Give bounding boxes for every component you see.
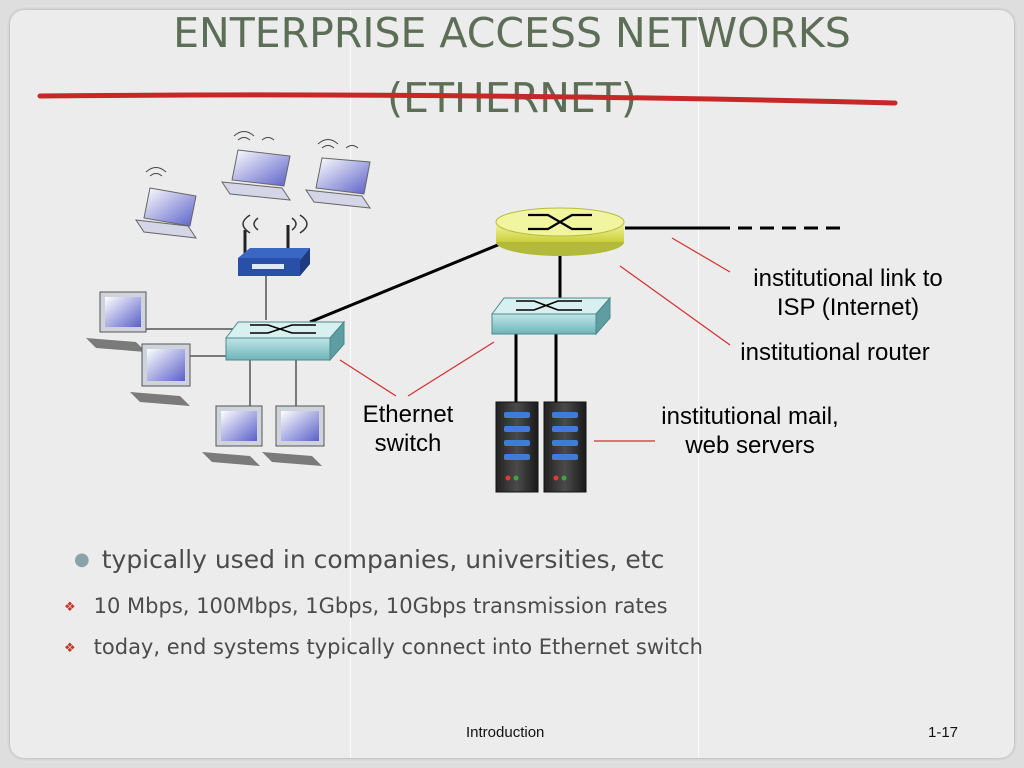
label-institutional-router: institutional router (740, 339, 930, 366)
institutional-router (495, 207, 625, 256)
desktop-computer (86, 291, 147, 352)
title-underline-stroke (37, 92, 898, 106)
desktop-computer (202, 405, 263, 466)
desktop-computer (130, 343, 191, 406)
sub-bullet-text: today, end systems typically connect int… (93, 635, 703, 659)
label-institutional-link: institutional link to ISP (Internet) (728, 264, 968, 322)
label-line: Ethernet (362, 401, 454, 428)
laptop (134, 167, 198, 239)
diamond-bullet-icon: ❖ (64, 600, 76, 615)
bullet-dot-icon: ● (74, 549, 90, 570)
sub-bullet-text: 10 Mbps, 100Mbps, 1Gbps, 10Gbps transmis… (93, 594, 668, 618)
bullet-text: typically used in companies, universitie… (101, 545, 665, 574)
wireless-access-point (238, 214, 310, 276)
slide-title-line1: ENTERPRISE ACCESS NETWORKS (173, 9, 851, 57)
diamond-bullet-icon: ❖ (64, 641, 76, 656)
sub-bullet: ❖ 10 Mbps, 100Mbps, 1Gbps, 10Gbps transmi… (64, 594, 668, 618)
label-institutional-servers: institutional mail, web servers (640, 402, 860, 460)
bullet-main: ● typically used in companies, universiti… (74, 545, 664, 574)
desktop-computer (262, 405, 325, 466)
label-line: institutional link to (753, 265, 943, 292)
background-divider (698, 10, 699, 758)
sub-bullet: ❖ today, end systems typically connect in… (64, 635, 703, 659)
footer-title: Introduction (466, 724, 545, 741)
server (543, 401, 587, 493)
label-line: ISP (Internet) (776, 294, 920, 321)
background-divider (350, 10, 351, 758)
ethernet-switch-left (225, 320, 346, 362)
laptop (220, 131, 292, 201)
callout-lines (339, 237, 731, 442)
label-line: institutional mail, (661, 403, 839, 430)
label-ethernet-switch: Ethernet switch (340, 400, 476, 458)
laptop (304, 139, 372, 209)
ethernet-switch-right (491, 296, 612, 336)
server (495, 401, 539, 493)
page-number: 1-17 (928, 724, 959, 741)
label-line: switch (374, 430, 442, 457)
label-line: web servers (685, 432, 815, 459)
